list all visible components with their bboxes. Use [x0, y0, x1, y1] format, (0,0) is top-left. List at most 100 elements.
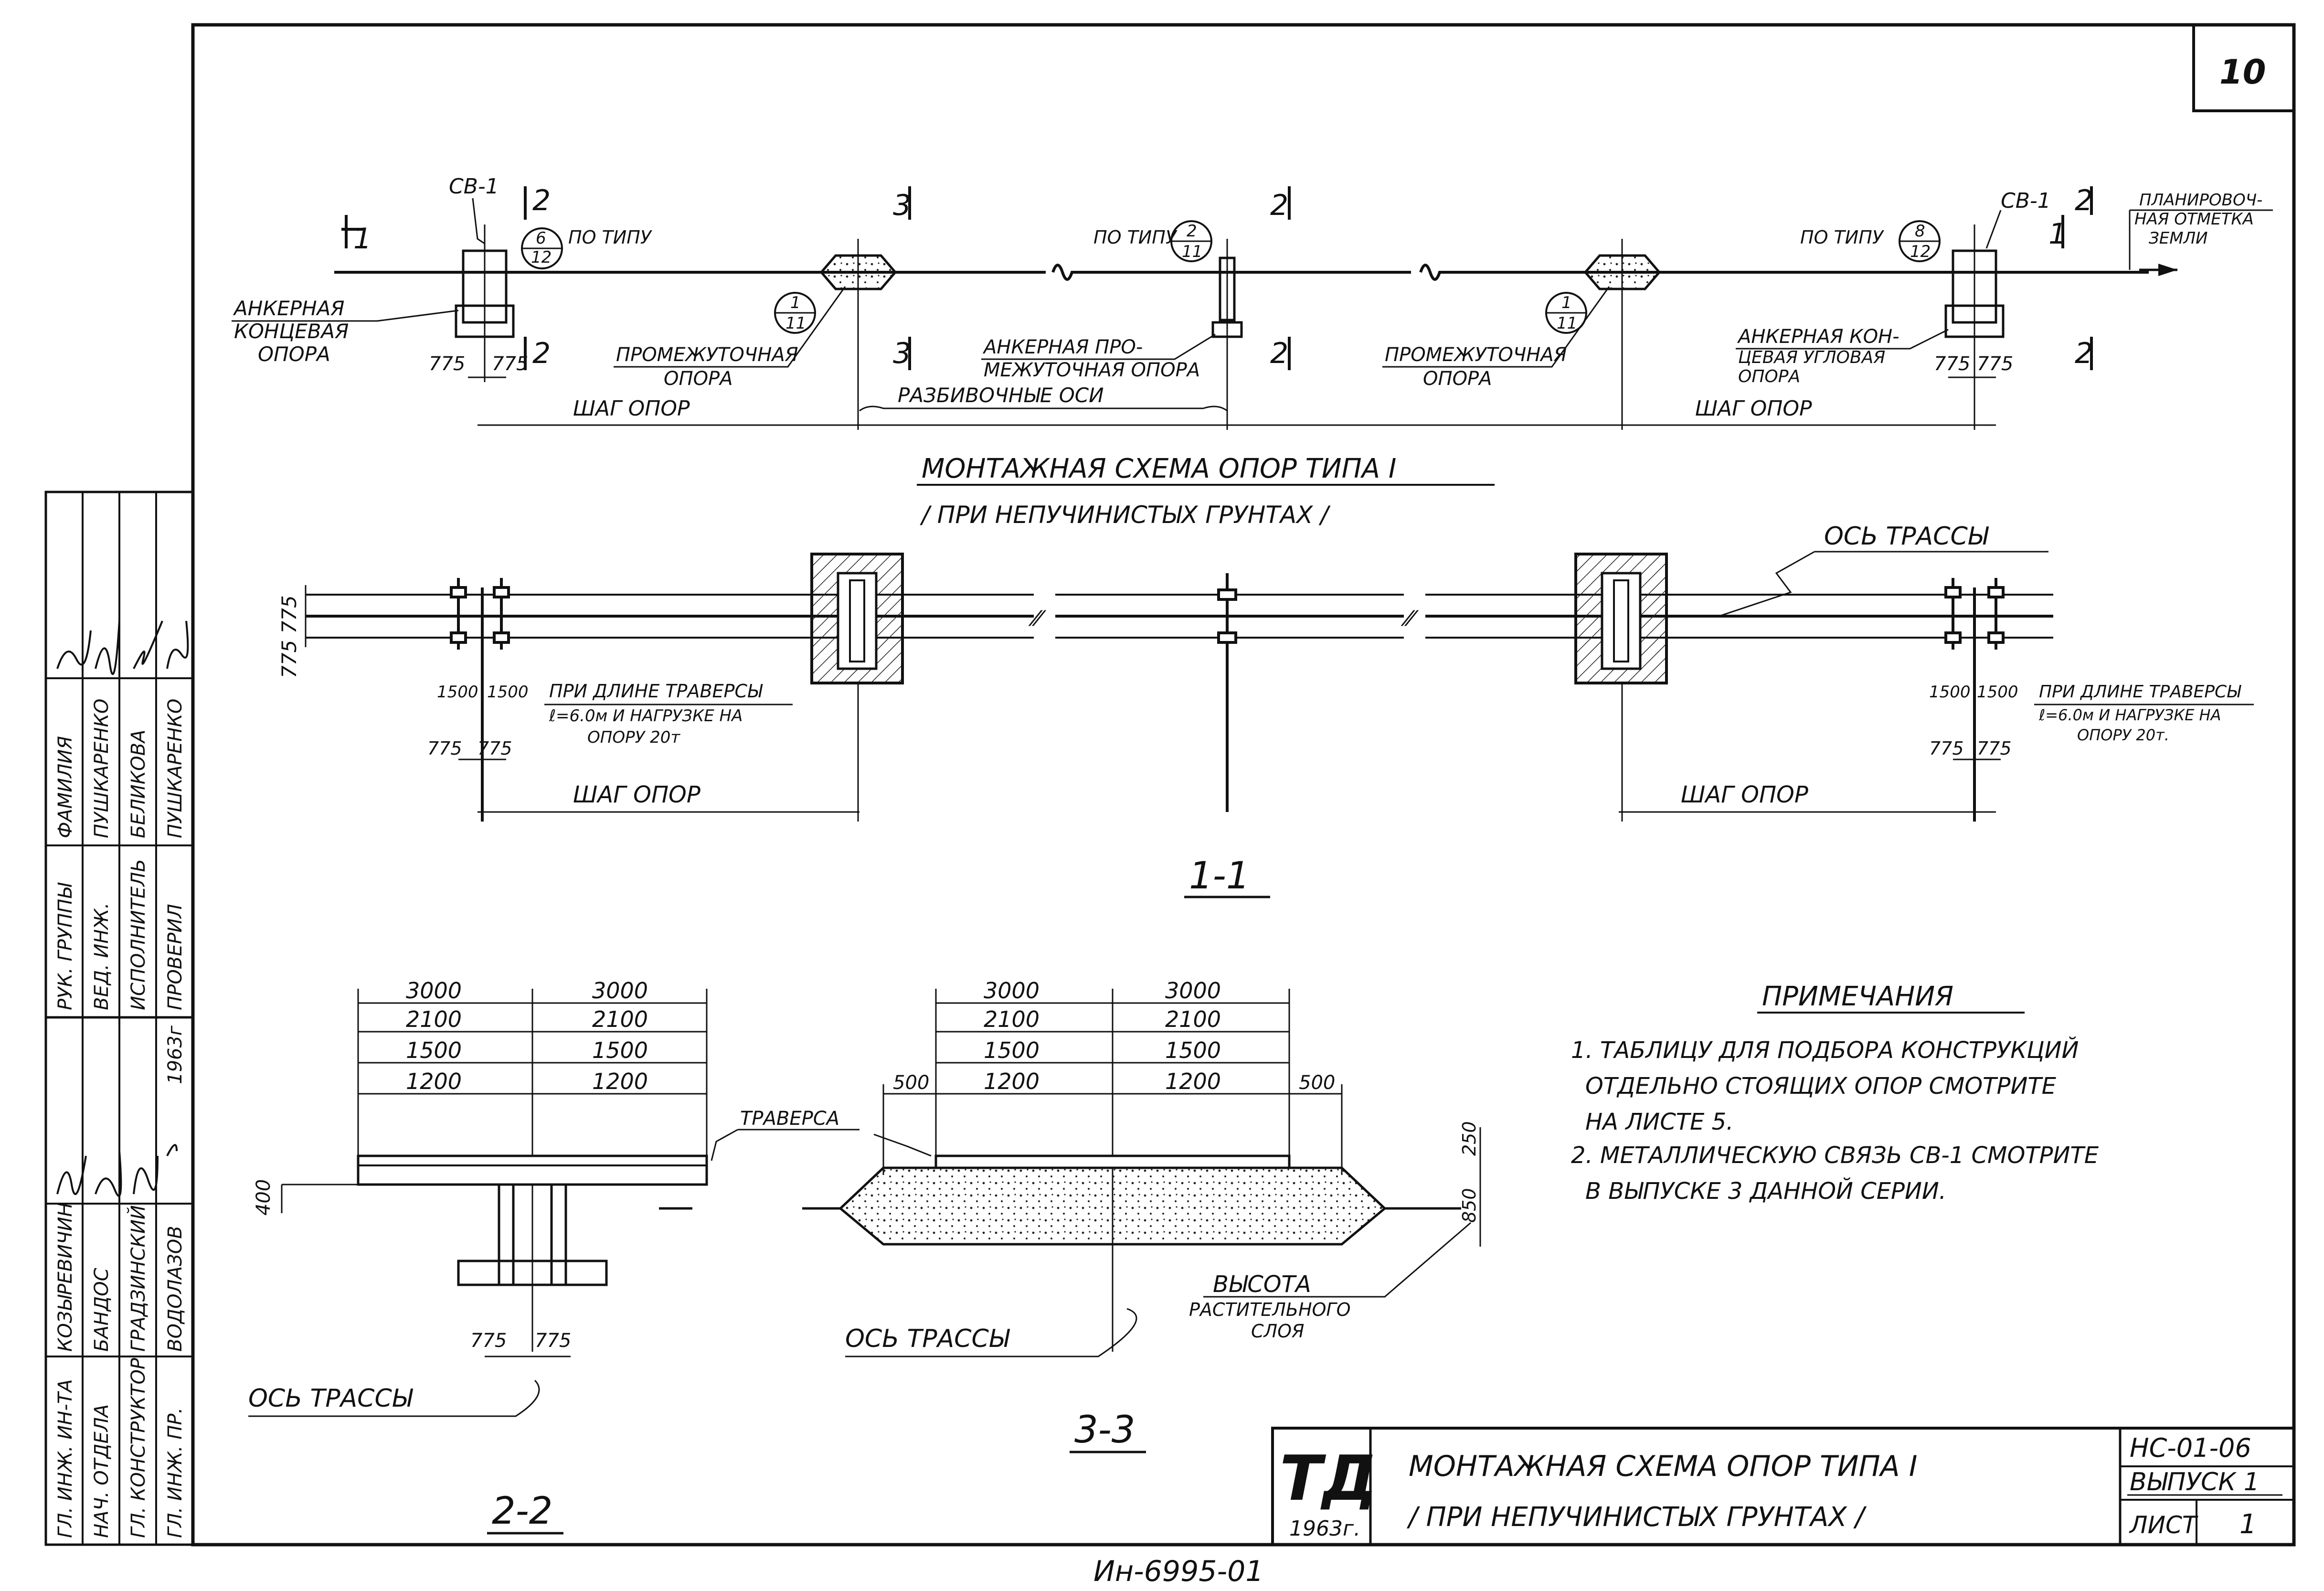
s33-r4-r: 1200 [1165, 1068, 1221, 1094]
s33-r3-l: 1500 [984, 1037, 1040, 1063]
label-planning-a: ПЛАНИРОВОЧ- [2139, 191, 2262, 210]
label-planning-c: ЗЕМЛИ [2149, 229, 2208, 248]
dim-775-c: 775 [1934, 353, 1970, 375]
circle-ref-6-12: 6 12 ПО ТИПУ [521, 227, 653, 269]
svg-text:11: 11 [1557, 314, 1577, 333]
s22-axis-label: ОСЬ ТРАССЫ [248, 1384, 414, 1413]
section-2-2-label: 2-2 [492, 1490, 552, 1533]
notes-line-4: 2. МЕТАЛЛИЧЕСКУЮ СВЯЗЬ СВ-1 СМОТРИТЕ [1571, 1142, 2099, 1169]
dim-775-d: 775 [1977, 353, 2013, 375]
section-3-3-label: 3-3 [1074, 1409, 1135, 1452]
svg-text:2: 2 [1187, 222, 1197, 241]
axis-label-top: ОСЬ ТРАССЫ [1824, 522, 1989, 551]
label-anchor-end-1: АНКЕРНАЯ [233, 297, 345, 320]
sec-mark-2: 2 [532, 184, 551, 217]
stamp-logo: ТД [1280, 1442, 1377, 1515]
stamp-title: МОНТАЖНАЯ СХЕМА ОПОР ТИПА I [1409, 1450, 1917, 1483]
side-role-4: ПРОВЕРИЛ [164, 904, 186, 1010]
sec-mark-9: 2 [2075, 184, 2093, 217]
s33-height-1: ВЫСОТА [1213, 1271, 1311, 1298]
note-left-1: ПРИ ДЛИНЕ ТРАВЕРСЫ [549, 681, 763, 702]
svg-text:6: 6 [536, 229, 546, 248]
label-anchor-int-b: МЕЖУТОЧНАЯ ОПОРА [984, 359, 1200, 381]
note-right-1: ПРИ ДЛИНЕ ТРАВЕРСЫ [2039, 682, 2241, 702]
dim-775-h: 775 [1977, 738, 2012, 759]
side-name-3: ГРАДЗИНСКИЙ [127, 1205, 149, 1352]
s22-r2-l: 2100 [406, 1006, 462, 1032]
svg-text:12: 12 [1910, 242, 1931, 261]
side-fam-3: БЕЛИКОВА [127, 730, 149, 838]
s22-dim-775-a: 775 [470, 1330, 507, 1352]
montage-scheme: МОНТАЖНАЯ СХЕМА ОПОР ТИПА I / ПРИ НЕПУЧИ… [277, 453, 2254, 898]
s22-r3-r: 1500 [592, 1037, 648, 1063]
s33-r1-r: 3000 [1165, 978, 1221, 1004]
side-name-2: БАНДОС [91, 1268, 113, 1352]
sheet-number-box [2192, 23, 2295, 112]
side-role-3: ИСПОЛНИТЕЛЬ [127, 859, 149, 1010]
side-date: 1963г [164, 1025, 186, 1084]
dim-775-b: 775 [492, 353, 528, 375]
step-right-mid: ШАГ ОПОР [1681, 781, 1808, 808]
circle-ref-2-11: ПО ТИПУ 2 11 [1093, 220, 1212, 262]
note-right-3: ОПОРУ 20т. [2077, 726, 2169, 744]
dim-775-g: 775 [1929, 738, 1964, 759]
sec-mark-6: 2 [1270, 189, 1288, 222]
side-col4-row1: ГЛ. ИНЖ. ПР. [164, 1408, 186, 1538]
step-left-top: ШАГ ОПОР [573, 396, 690, 421]
s33-r1-l: 3000 [984, 978, 1040, 1004]
label-anchor-corner-a: АНКЕРНАЯ КОН- [1737, 326, 1900, 348]
po-tipu-1: ПО ТИПУ [568, 227, 653, 248]
sec-mark-4: 3 [893, 189, 911, 222]
side-fam-4: ПУШКАРЕНКО [164, 699, 186, 838]
side-role-2: ВЕД. ИНЖ. [91, 903, 113, 1010]
label-intermediate-2b: ОПОРА [1423, 368, 1492, 390]
dim-1500-a: 1500 [437, 683, 478, 702]
notes-line-2: ОТДЕЛЬНО СТОЯЩИХ ОПОР СМОТРИТЕ [1585, 1073, 2057, 1100]
note-left-2: ℓ=6.0м И НАГРУЗКЕ НА [549, 706, 743, 726]
step-right-top: ШАГ ОПОР [1695, 396, 1812, 421]
stamp-year: 1963г. [1289, 1516, 1360, 1541]
note-left-3: ОПОРУ 20т [587, 728, 680, 747]
side-table: ГЛ. ИНЖ. ИН-ТА НАЧ. ОТДЕЛА ГЛ. КОНСТРУКТ… [44, 491, 194, 1546]
bottom-code: Ин-6995-01 [1093, 1555, 1263, 1588]
s33-side-right: 500 [1299, 1072, 1335, 1094]
s22-height: 400 [253, 1179, 275, 1216]
circle-ref-1-11-a: 1 11 [774, 292, 816, 334]
label-anchor-end-3: ОПОРА [258, 342, 330, 366]
section-3-3: 3000 3000 2100 2100 1500 1500 1200 1200 … [802, 978, 1481, 1453]
s33-height-3: СЛОЯ [1251, 1321, 1304, 1342]
side-col1-row1: ГЛ. ИНЖ. ИН-ТА [54, 1379, 76, 1538]
layout-axes: РАЗБИВОЧНЫЕ ОСИ [898, 384, 1104, 407]
cb1-right: СВ-1 [2001, 189, 2051, 213]
section-2-2: 3000 3000 2100 2100 1500 1500 1200 1200 … [248, 978, 860, 1535]
s22-r4-r: 1200 [592, 1068, 648, 1094]
sec-mark-7: 2 [1270, 337, 1288, 370]
side-fam-2: ПУШКАРЕНКО [91, 699, 113, 838]
s22-r1-r: 3000 [592, 978, 648, 1004]
sec-mark-10: 2 [2075, 337, 2093, 370]
notes-title: ПРИМЕЧАНИЯ [1762, 981, 1953, 1012]
stamp-issue: ВЫПУСК 1 [2130, 1468, 2260, 1496]
svg-text:1: 1 [790, 293, 801, 312]
s22-r1-l: 3000 [406, 978, 462, 1004]
side-role-1: РУК. ГРУППЫ [54, 882, 76, 1010]
circle-ref-1-11-b: 1 11 [1545, 292, 1587, 334]
po-tipu-2: ПО ТИПУ [1093, 227, 1178, 248]
stamp-sheet-value: 1 [2239, 1509, 2257, 1540]
montage-subtitle: / ПРИ НЕПУЧИНИСТЫХ ГРУНТАХ / [920, 501, 1331, 529]
label-intermediate-1b: ОПОРА [664, 368, 733, 390]
rails-break-1: ⁄⁄ [1028, 607, 1046, 631]
label-anchor-end-2: КОНЦЕВАЯ [234, 320, 349, 343]
notes: ПРИМЕЧАНИЯ 1. ТАБЛИЦУ ДЛЯ ПОДБОРА КОНСТР… [1571, 981, 2099, 1205]
dim-1500-d: 1500 [1977, 683, 2018, 702]
label-anchor-corner-b: ЦЕВАЯ УГЛОВАЯ [1738, 348, 1885, 367]
step-left-mid: ШАГ ОПОР [573, 781, 700, 808]
dim-1500-b: 1500 [487, 683, 529, 702]
dim-775-a: 775 [429, 353, 465, 375]
side-fam-1: ФАМИЛИЯ [54, 736, 76, 838]
s33-r3-r: 1500 [1165, 1037, 1221, 1063]
notes-line-3: НА ЛИСТЕ 5. [1585, 1109, 1733, 1135]
sheet-number: 10 [2219, 53, 2266, 92]
notes-line-1: 1. ТАБЛИЦУ ДЛЯ ПОДБОРА КОНСТРУКЦИЙ [1571, 1036, 2079, 1064]
